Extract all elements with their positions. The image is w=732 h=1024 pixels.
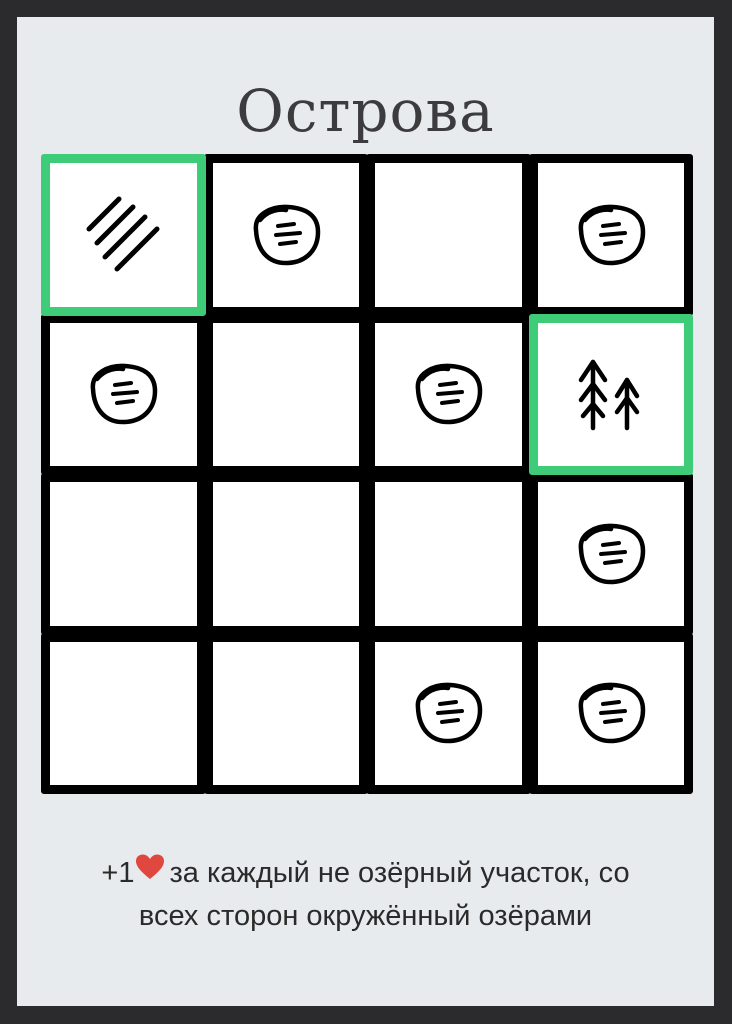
card-title: Острова [236, 77, 495, 145]
grid-cell-r4-c1 [41, 632, 206, 794]
grid-cell-r3-c1 [41, 473, 206, 635]
grid-cell-r4-c4 [528, 632, 693, 794]
rule-text-line1: за каждый не озёрный участок, со [169, 857, 630, 889]
grid-cell-r3-c2 [203, 473, 368, 635]
grid-cell-r1-c3 [366, 154, 531, 316]
heart-icon [135, 850, 165, 893]
grid-cell-r1-c2 [203, 154, 368, 316]
reward-value: +1 [101, 857, 135, 889]
grid-cell-r1-c1 [41, 154, 206, 316]
grid-cell-r3-c4 [528, 473, 693, 635]
score-card: Острова +1 за каждый не озёрный участок, … [17, 17, 714, 1006]
scoring-rule: +1 за каждый не озёрный участок, со всех … [37, 850, 694, 938]
grid-cell-r2-c3 [366, 313, 531, 475]
rule-text-line2: всех сторон окружённый озёрами [138, 900, 593, 932]
grid-cell-r2-c1 [41, 313, 206, 475]
grid-cell-r1-c4 [528, 154, 693, 316]
grid-cell-r4-c3 [366, 632, 531, 794]
terrain-grid [41, 154, 693, 794]
scoring-rule-line1: +1 за каждый не озёрный участок, со [37, 850, 694, 895]
grid-cell-r4-c2 [203, 632, 368, 794]
grid-cell-r2-c2 [203, 313, 368, 475]
grid-cell-r2-c4 [528, 313, 693, 475]
grid-cell-r3-c3 [366, 473, 531, 635]
